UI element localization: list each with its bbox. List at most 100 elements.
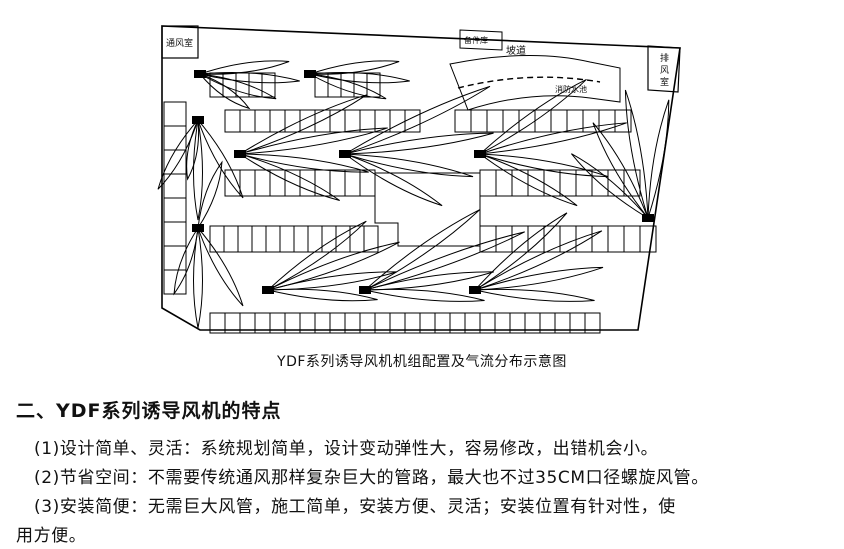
parking-stall — [607, 225, 625, 253]
fan-units — [192, 70, 654, 294]
parking-stall — [163, 125, 187, 151]
parking-stall — [404, 109, 421, 133]
feature-item-3: (3)安装简便：无需巨大风管，施工简单，安装方便、灵活；安装位置有针对性，使 — [34, 497, 676, 517]
airflow-plume — [474, 288, 595, 302]
building-outline — [161, 25, 681, 331]
parking-stall — [163, 101, 187, 127]
airflow-plume — [344, 153, 474, 178]
ramp-outline — [449, 55, 621, 111]
parking-stall — [299, 109, 316, 133]
parking-stall — [623, 225, 641, 253]
parking-stall — [582, 109, 600, 133]
parking-stall — [344, 169, 361, 197]
parking-stall — [265, 225, 281, 253]
airflow-plume — [193, 227, 203, 329]
airflow-plume — [239, 94, 368, 155]
feature-item-3-continued: 用方便。 — [16, 526, 87, 546]
airflow-plume — [197, 119, 244, 199]
parking-stall — [163, 221, 187, 247]
feature-item-2: (2)节省空间：不需要传统通风那样复杂巨大的管路，最大也不过35CM口径螺旋风管… — [34, 468, 709, 488]
ramp-centerline — [457, 76, 601, 89]
airflow-plume — [344, 153, 443, 207]
svg-text:风: 风 — [660, 65, 669, 76]
fire-pool-label: 消防水池 — [555, 84, 587, 94]
exhaust-room — [647, 45, 681, 93]
airflow-plume — [186, 118, 200, 181]
parking-stall — [454, 109, 472, 133]
airflow-plume — [474, 212, 568, 291]
parking-stall — [251, 225, 267, 253]
airflow-plume — [474, 266, 604, 291]
parking-stall — [614, 109, 632, 133]
fan-unit — [234, 150, 246, 158]
exhaust-room-label: 排 风 室 — [660, 52, 669, 88]
ventilation-room — [161, 25, 199, 59]
airflow-plume — [344, 85, 491, 155]
parking-stall — [239, 169, 256, 197]
airflow-plume — [193, 119, 203, 221]
airflow-plume — [197, 227, 244, 307]
airflow-plume — [309, 60, 400, 75]
parking-stall — [335, 225, 351, 253]
parking-stall — [163, 149, 187, 175]
parking-stall — [279, 225, 295, 253]
parking-stall — [344, 109, 361, 133]
parking-stall — [261, 72, 276, 98]
parking-stall — [209, 225, 225, 253]
fan-unit — [469, 286, 481, 294]
parking-stall — [511, 225, 529, 253]
spare-parts-label: 备件库 — [464, 35, 488, 45]
parking-stall — [366, 72, 381, 98]
parking-stall — [224, 109, 241, 133]
parking-stall — [254, 109, 271, 133]
airflow-plumes — [157, 60, 670, 329]
parking-stall — [639, 225, 657, 253]
fan-unit — [339, 150, 351, 158]
spare-parts-room — [459, 29, 503, 51]
airflow-plume — [197, 160, 223, 229]
parking-stall — [254, 169, 271, 197]
airflow-plume — [479, 153, 609, 178]
parking-stall — [527, 169, 545, 197]
svg-text:排: 排 — [660, 52, 669, 64]
diagram-svg: 通风室 备件库 坡道 消防水池 排 风 室 — [157, 25, 681, 334]
airflow-plume — [647, 99, 670, 219]
parking-stall — [598, 109, 616, 133]
parking-stall — [239, 109, 256, 133]
airflow-plume — [571, 153, 649, 219]
parking-stall — [329, 169, 346, 197]
parking-stall — [550, 109, 568, 133]
airflow-plume — [173, 227, 199, 296]
airflow-plume — [479, 122, 627, 155]
fan-unit — [262, 286, 274, 294]
fan-unit — [304, 70, 316, 78]
parking-stall — [163, 173, 187, 199]
airflow-plume — [364, 209, 481, 291]
fan-unit — [192, 224, 204, 232]
section-heading: 二、YDF系列诱导风机的特点 — [16, 400, 282, 422]
airflow-plume — [479, 78, 587, 155]
airflow-plume — [309, 73, 387, 100]
parking-stall — [486, 109, 504, 133]
parking-stall — [163, 269, 187, 295]
airflow-plume — [239, 153, 369, 173]
svg-text:室: 室 — [660, 76, 669, 88]
parking-stall — [584, 312, 601, 334]
parking-stall — [389, 109, 406, 133]
ventilation-room-label: 通风室 — [166, 37, 193, 49]
parking-stall — [237, 225, 253, 253]
fan-unit — [192, 116, 204, 124]
parking-ventilation-diagram: 通风室 备件库 坡道 消防水池 排 风 室 — [150, 18, 685, 348]
parking-stall — [591, 225, 609, 253]
fan-unit — [194, 70, 206, 78]
airflow-plume — [479, 153, 578, 207]
parking-stall — [534, 109, 552, 133]
parking-stall — [479, 169, 497, 197]
parking-stall — [284, 109, 301, 133]
parking-stall — [293, 225, 309, 253]
parking-stall — [363, 225, 379, 253]
feature-item-1: (1)设计简单、灵活：系统规划简单，设计变动弹性大，容易修改，出错机会小。 — [34, 439, 659, 459]
parking-stall — [223, 225, 239, 253]
parking-stall — [163, 197, 187, 223]
parking-stall — [470, 109, 488, 133]
